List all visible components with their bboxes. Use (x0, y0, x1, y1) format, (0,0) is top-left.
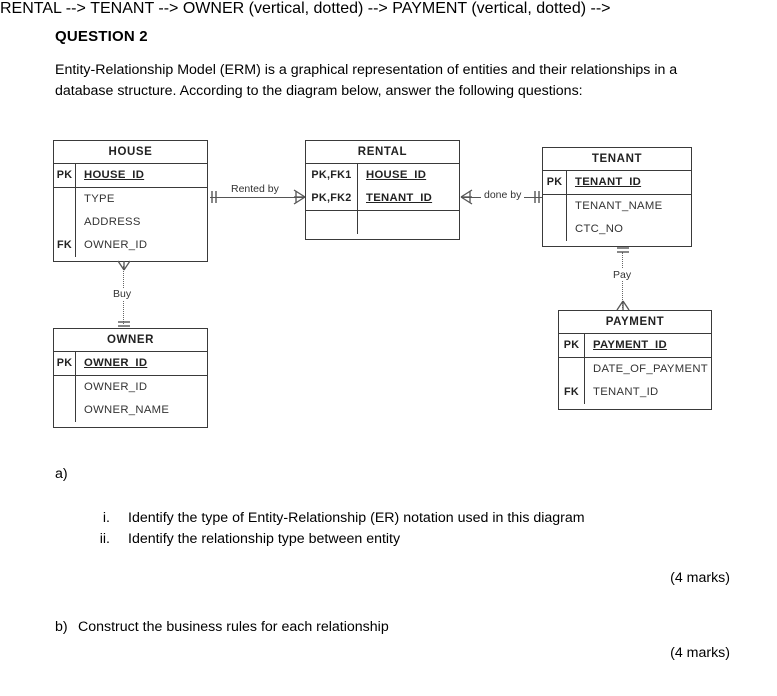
attr-cell: CTC_NO (575, 223, 624, 235)
attr-cell: PAYMENT_ID (593, 339, 667, 351)
list-item-text: Identify the relationship type between e… (128, 531, 401, 547)
entity-rental: RENTAL PK,FK1 PK,FK2 HOUSE_ID TENANT_ID (305, 140, 460, 240)
attr-cell: TENANT_ID (593, 386, 659, 398)
attr-cell: TYPE (84, 193, 115, 205)
key-cell: PK (56, 169, 73, 181)
key-cell (543, 195, 566, 218)
entity-tenant-title: TENANT (543, 148, 691, 171)
list-item-number: ii. (99, 531, 110, 547)
entity-rental-title: RENTAL (306, 141, 459, 164)
attr-cell: OWNER_ID (84, 239, 148, 251)
key-cell: PK (546, 176, 563, 188)
cardinality-one-one-icon (118, 321, 130, 327)
entity-rental-pk-section: PK,FK1 PK,FK2 HOUSE_ID TENANT_ID (306, 164, 459, 210)
list-item-number: i. (102, 510, 110, 526)
entity-tenant-body-section: TENANT_NAME CTC_NO (543, 194, 691, 241)
entity-payment: PAYMENT PK PAYMENT_ID FK DATE_OF_PAYMENT… (558, 310, 712, 410)
key-cell: PK,FK1 (311, 169, 352, 181)
list-item: ii. Identify the relationship type betwe… (90, 529, 585, 550)
entity-payment-title: PAYMENT (559, 311, 711, 334)
key-cell (54, 376, 75, 399)
cardinality-crowsfoot-icon (117, 260, 131, 271)
attr-cell: OWNER_ID (84, 381, 148, 393)
part-b-marks: (4 marks) (670, 645, 730, 661)
key-cell: FK (564, 386, 579, 398)
part-a-item-list: i. Identify the type of Entity-Relations… (90, 508, 585, 550)
key-cell (543, 218, 566, 241)
entity-owner: OWNER PK OWNER_ID OWNER_ID OWNER_NAME (53, 328, 208, 428)
relationship-line-rented-by (210, 197, 305, 198)
list-item: i. Identify the type of Entity-Relations… (90, 508, 585, 529)
key-cell (54, 399, 75, 422)
relationship-label-rented-by: Rented by (228, 183, 282, 195)
entity-house-pk-section: PK HOUSE_ID (54, 164, 207, 187)
entity-payment-body-section: FK DATE_OF_PAYMENT TENANT_ID (559, 357, 711, 404)
key-cell: PK (56, 357, 73, 369)
attr-cell: HOUSE_ID (84, 169, 145, 181)
key-cell (54, 211, 75, 234)
attr-cell: OWNER_ID (84, 357, 148, 369)
attr-cell: OWNER_NAME (84, 404, 170, 416)
part-b-text: Construct the business rules for each re… (78, 619, 389, 635)
attr-cell: HOUSE_ID (366, 169, 427, 181)
key-cell: FK (57, 239, 72, 251)
entity-house: HOUSE PK HOUSE_ID FK TYPE ADDRESS OWNER_… (53, 140, 208, 262)
list-item-text: Identify the type of Entity-Relationship… (128, 510, 585, 526)
attr-cell: TENANT_ID (366, 192, 433, 204)
key-cell (54, 188, 75, 211)
entity-payment-pk-section: PK PAYMENT_ID (559, 334, 711, 357)
cardinality-one-one-icon (534, 191, 540, 203)
entity-owner-body-section: OWNER_ID OWNER_NAME (54, 375, 207, 422)
entity-owner-pk-section: PK OWNER_ID (54, 352, 207, 375)
entity-house-title: HOUSE (54, 141, 207, 164)
relationship-label-buy: Buy (110, 288, 135, 300)
part-a-marks: (4 marks) (670, 570, 730, 586)
relationship-label-done-by: done by (481, 189, 525, 201)
entity-tenant-pk-section: PK TENANT_ID (543, 171, 691, 194)
question-intro-text: Entity-Relationship Model (ERM) is a gra… (55, 62, 678, 99)
entity-tenant: TENANT PK TENANT_ID TENANT_NAME CTC_NO (542, 147, 692, 247)
attr-cell: ADDRESS (84, 216, 141, 228)
attr-cell (358, 211, 459, 234)
cardinality-one-one-icon (211, 191, 217, 203)
cardinality-crowsfoot-icon (616, 300, 630, 311)
key-cell: PK,FK2 (311, 192, 352, 204)
attr-cell: TENANT_ID (575, 176, 642, 188)
key-cell (306, 211, 357, 234)
cardinality-crowsfoot-icon (460, 189, 473, 205)
entity-rental-body-section (306, 210, 459, 234)
entity-house-body-section: FK TYPE ADDRESS OWNER_ID (54, 187, 207, 257)
part-a-label: a) (55, 466, 68, 482)
part-b-label: b) (55, 619, 68, 635)
key-cell (559, 358, 584, 381)
page-title: QUESTION 2 (55, 28, 148, 45)
cardinality-crowsfoot-icon (293, 189, 306, 205)
entity-owner-title: OWNER (54, 329, 207, 352)
er-diagram: HOUSE PK HOUSE_ID FK TYPE ADDRESS OWNER_… (0, 0, 712, 428)
relationship-label-pay: Pay (610, 269, 635, 281)
attr-cell: TENANT_NAME (575, 200, 663, 212)
cardinality-one-one-icon (617, 247, 629, 253)
key-cell: PK (563, 339, 580, 351)
attr-cell: DATE_OF_PAYMENT (593, 363, 708, 375)
